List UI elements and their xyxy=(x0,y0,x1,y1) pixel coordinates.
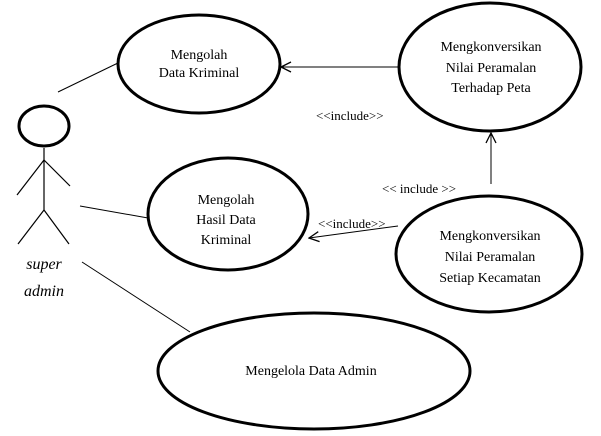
association-data-kriminal xyxy=(57,61,121,93)
include-arrow-kecamatan-to-hasil-data xyxy=(309,225,399,238)
usecase-konversi-peta-line1: Mengkonversikan xyxy=(440,40,541,55)
actor-head xyxy=(17,104,71,148)
association-hasil-data xyxy=(79,205,149,219)
include-label-top: <<include>> xyxy=(316,108,384,123)
usecase-konversi-peta: Mengkonversikan Nilai Peramalan Terhadap… xyxy=(397,1,583,133)
actor-name-line1: super xyxy=(26,256,62,273)
usecase-mengelola-data-admin-ellipse xyxy=(156,311,472,431)
include-label-lower: <<include>> xyxy=(318,216,386,231)
actor-left-arm xyxy=(16,159,45,196)
usecase-mengolah-hasil-data-kriminal-line2: Hasil Data xyxy=(196,213,256,228)
actor-right-leg xyxy=(43,209,70,245)
usecase-mengolah-hasil-data-kriminal-line3: Kriminal xyxy=(201,233,252,248)
usecase-konversi-kecamatan-line2: Nilai Peramalan xyxy=(445,250,536,265)
usecase-konversi-kecamatan: Mengkonversikan Nilai Peramalan Setiap K… xyxy=(394,194,584,314)
usecase-mengolah-data-kriminal-line2: Data Kriminal xyxy=(159,66,240,81)
usecase-mengelola-data-admin-line1: Mengelola Data Admin xyxy=(245,364,376,379)
usecase-konversi-kecamatan-line3: Setiap Kecamatan xyxy=(439,271,540,286)
usecase-mengolah-hasil-data-kriminal: Mengolah Hasil Data Kriminal xyxy=(146,156,310,272)
actor-right-arm xyxy=(43,159,71,187)
usecase-konversi-kecamatan-line1: Mengkonversikan xyxy=(439,229,540,244)
usecase-konversi-peta-line3: Terhadap Peta xyxy=(451,81,531,96)
usecase-mengolah-data-kriminal: Mengolah Data Kriminal xyxy=(116,13,282,115)
actor-name-line2: admin xyxy=(24,283,64,300)
usecase-mengolah-hasil-data-kriminal-ellipse xyxy=(146,156,310,272)
usecase-mengelola-data-admin: Mengelola Data Admin xyxy=(156,311,472,431)
actor-left-leg xyxy=(17,209,45,245)
usecase-konversi-peta-line2: Nilai Peramalan xyxy=(446,61,537,76)
usecase-konversi-kecamatan-ellipse xyxy=(394,194,584,314)
usecase-mengolah-data-kriminal-line1: Mengolah xyxy=(171,48,228,63)
actor-super-admin: super admin xyxy=(16,104,71,300)
include-label-middle: << include >> xyxy=(382,181,456,196)
usecase-mengolah-hasil-data-kriminal-line1: Mengolah xyxy=(198,193,255,208)
usecase-mengolah-data-kriminal-ellipse xyxy=(116,13,282,115)
association-data-admin xyxy=(81,261,191,333)
